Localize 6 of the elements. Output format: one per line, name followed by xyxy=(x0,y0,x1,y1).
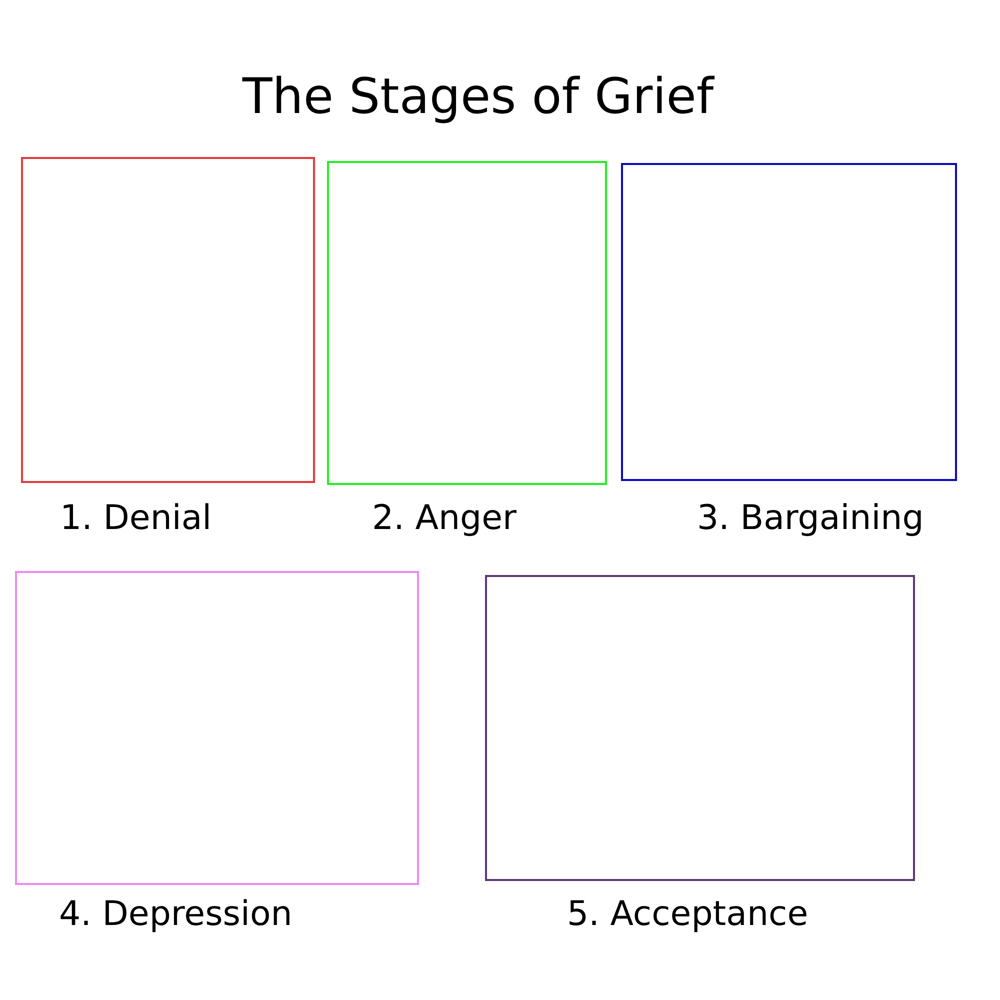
stage-caption: 1. Denial xyxy=(60,501,212,535)
stage-caption: 2. Anger xyxy=(372,501,517,535)
stage-caption: 4. Depression xyxy=(59,897,292,931)
diagram-title: The Stages of Grief xyxy=(241,72,716,121)
stage-caption: 3. Bargaining xyxy=(697,501,924,535)
stage-caption: 5. Acceptance xyxy=(567,897,808,931)
